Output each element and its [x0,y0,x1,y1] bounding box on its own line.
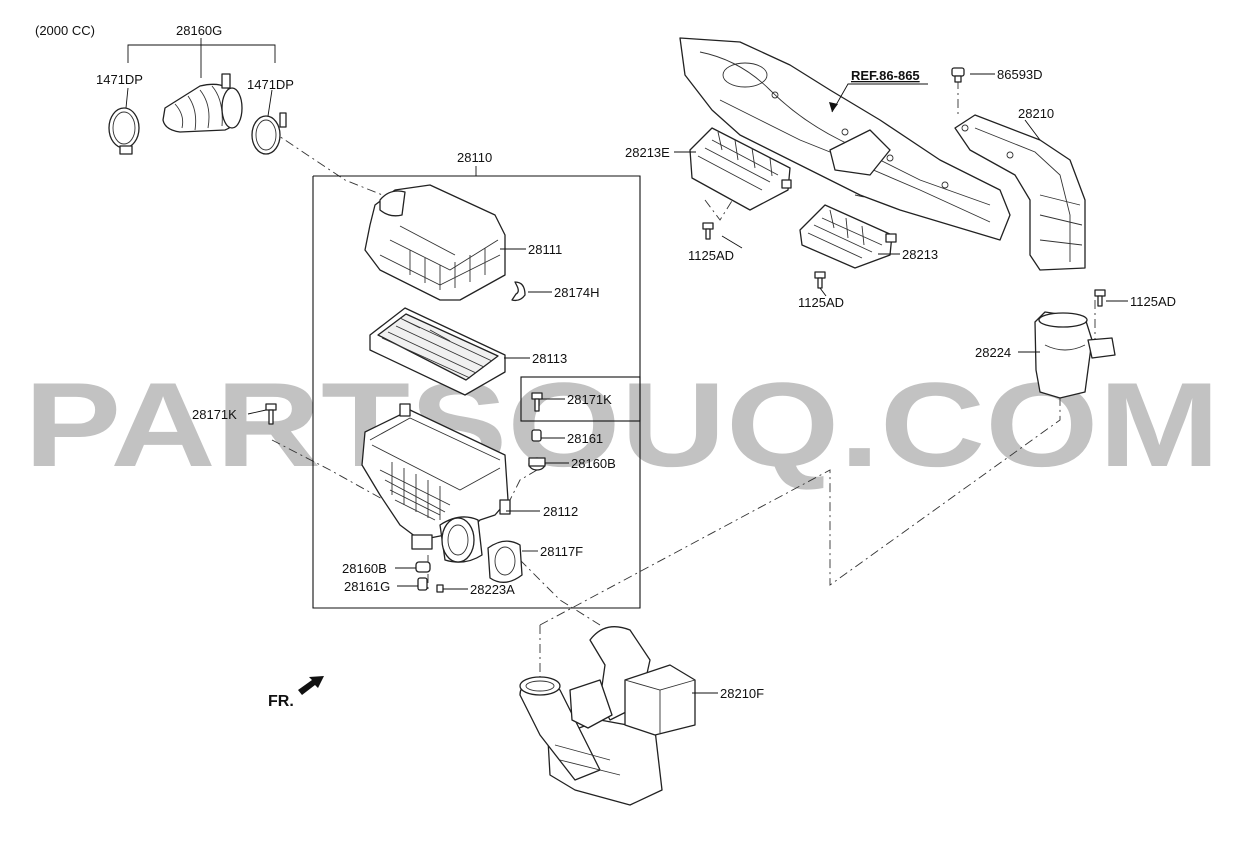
resonator-28213 [799,204,900,269]
callout-28117f: 28117F [540,544,583,559]
front-label: FR. [268,693,294,710]
callout-28224: 28224 [975,345,1011,360]
mount-bolt-28171k-right [531,392,565,412]
screw-28223a [436,584,468,593]
watermark: PARTSOUQ.COM [24,358,1220,492]
filter-element [369,307,530,396]
front-end-member [679,37,1011,241]
callout-1125ad-b: 1125AD [798,295,844,310]
mount-pin-28161g [397,577,428,591]
mount-grommet-28160b-right [528,457,569,471]
resonator-28213e [674,127,792,211]
callout-28160g: 28160G [176,23,222,38]
callout-28161g: 28161G [344,579,390,594]
callout-28160b-right: 28160B [571,456,616,471]
air-cleaner-cover [364,184,526,301]
air-cleaner-assembly-box [312,166,641,609]
lower-duct-28224 [1018,311,1116,399]
callout-28210f: 28210F [720,686,764,701]
mount-grommet-28160b-left [395,561,431,573]
callout-28171k-left: 28171K [192,407,237,422]
mount-kit-box [520,376,641,422]
clip-86593d [951,67,995,83]
callout-28112: 28112 [543,504,578,519]
callout-28111: 28111 [528,242,562,257]
front-direction-indicator [298,676,324,695]
callout-1125ad-a: 1125AD [688,248,734,263]
mount-pin-28161 [531,429,565,442]
callout-1125ad-c: 1125AD [1130,294,1176,309]
callout-28174h: 28174H [554,285,600,300]
callout-86593d: 86593D [997,67,1043,82]
bolt-1125ad-c [1094,289,1128,307]
clip-28174h [511,281,552,302]
bolt-1125ad-b [814,271,826,289]
callout-28161: 28161 [567,431,603,446]
mount-bolt-28171k-left [247,403,277,425]
callout-28110: 28110 [457,150,492,165]
callout-1471dp-left: 1471DP [96,72,143,87]
air-intake-duct-28210 [954,114,1086,271]
air-cleaner-body [361,403,540,563]
lower-duct-28210f [519,626,718,806]
intake-hose-group [108,38,287,155]
callout-28223a: 28223A [470,582,515,597]
callout-28160b-left: 28160B [342,561,387,576]
reference-link[interactable]: REF.86-865 [851,68,920,83]
engine-note: (2000 CC) [35,23,95,38]
callout-1471dp-right: 1471DP [247,77,294,92]
callout-28210: 28210 [1018,106,1054,121]
leader-lines [721,235,827,297]
duct-seal [487,540,538,583]
callout-28213: 28213 [902,247,938,262]
callout-28113: 28113 [532,351,567,366]
bolt-1125ad-a [702,222,714,240]
callout-28213e: 28213E [625,145,670,160]
callout-28171k-right: 28171K [567,392,612,407]
